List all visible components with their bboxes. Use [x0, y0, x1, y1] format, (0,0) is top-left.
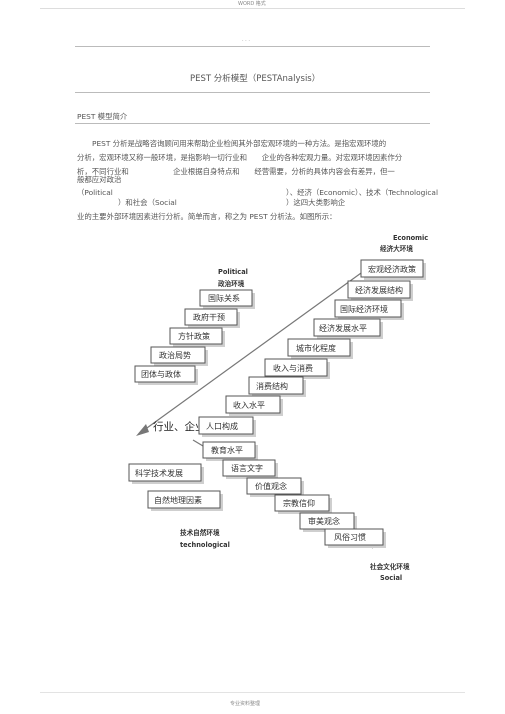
document-title: PEST 分析模型（PESTAnalysis） [190, 74, 321, 84]
svg-text:团体与政体: 团体与政体 [141, 369, 181, 379]
section-rule [75, 123, 430, 124]
svg-text:科学技术发展: 科学技术发展 [135, 468, 183, 478]
social-item: 价值观念 [246, 477, 304, 497]
paragraph-line: 般都应对政治 [77, 175, 122, 184]
economic-item: 人口构成 [198, 416, 256, 437]
paragraph-line: 析，不同行业和 企业根据自身特点和 经营需要，分析的具体内容会有差异，但一 [77, 167, 395, 176]
svg-text:国际经济环境: 国际经济环境 [340, 304, 388, 314]
technological-cn-label: 技术自然环境 [180, 528, 220, 537]
political-cn-label: 政治环境 [218, 279, 245, 288]
economic-item: 宏观经济政策 [360, 259, 426, 280]
paragraph-line: PEST 分析是战略咨询顾问用来帮助企业检阅其外部宏观环境的一种方法。是指宏观环… [92, 139, 387, 148]
social-en-label: Social [380, 574, 402, 582]
center-label: 行业、企业 [153, 420, 206, 433]
technological-item: 自然地理因素 [147, 490, 223, 511]
paragraph-line: ）、经济（Economic）、技术（Technological [286, 188, 439, 197]
economic-item: 国际经济环境 [334, 299, 404, 320]
svg-text:收入与消费: 收入与消费 [273, 363, 313, 373]
political-item: 国际关系 [199, 289, 255, 309]
paragraph-line: ）和社会（Social [118, 198, 177, 207]
social-cn-label: 社会文化环境 [369, 562, 410, 571]
technological-item: 科学技术发展 [128, 463, 204, 484]
svg-text:宗教信仰: 宗教信仰 [283, 498, 315, 508]
political-item: 团体与政体 [134, 365, 198, 385]
svg-text:人口构成: 人口构成 [206, 421, 238, 431]
svg-text:宏观经济政策: 宏观经济政策 [368, 264, 416, 274]
paragraph-line: （Political [77, 188, 113, 197]
paragraph-line: 业的主要外部环境因素进行分析。简单而言，称之为 PEST 分析法。如图所示： [77, 212, 337, 221]
svg-text:自然地理因素: 自然地理因素 [154, 495, 202, 505]
svg-text:消费结构: 消费结构 [256, 381, 288, 391]
header-divider [40, 8, 465, 9]
svg-text:语言文字: 语言文字 [231, 463, 263, 473]
political-en-label: Political [218, 268, 248, 276]
economic-item: 经济发展结构 [347, 280, 413, 301]
svg-text:收入水平: 收入水平 [233, 400, 265, 410]
svg-text:城市化程度: 城市化程度 [296, 343, 336, 353]
social-item: 审美观念 [299, 512, 357, 532]
social-item: 宗教信仰 [274, 494, 332, 514]
header-label: WORD 格式 [238, 1, 266, 7]
social-item: 风俗习惯 [324, 528, 386, 548]
section-heading: PEST 模型简介 [77, 112, 128, 121]
upper-diagonal-arrow [139, 267, 369, 434]
svg-text:价值观念: 价值观念 [255, 481, 287, 491]
upper-arrowhead [136, 424, 149, 436]
header-dots: . . . [242, 37, 250, 43]
svg-text:教育水平: 教育水平 [211, 445, 243, 455]
economic-item: 收入水平 [225, 395, 283, 416]
economic-item: 城市化程度 [287, 338, 353, 359]
political-item: 政治局势 [150, 346, 208, 366]
footer-divider [40, 692, 465, 693]
economic-item: 消费结构 [248, 376, 306, 397]
svg-text:风俗习惯: 风俗习惯 [334, 532, 366, 542]
social-item: 语言文字 [222, 459, 278, 479]
economic-item: 收入与消费 [264, 358, 330, 379]
paragraph-line: 分析，宏观环境又称一般环境，是指影响一切行业和 企业的各种宏观力量。对宏观环境因… [77, 153, 403, 162]
footer-label: 专业资料整理 [230, 701, 261, 707]
economic-cn-label: 经济大环境 [380, 244, 413, 253]
title-rule [75, 92, 430, 93]
svg-text:经济发展水平: 经济发展水平 [319, 323, 367, 333]
political-item: 政府干预 [184, 308, 240, 328]
technological-en-label: technological [180, 541, 230, 549]
top-rule [75, 46, 430, 47]
svg-text:国际关系: 国际关系 [208, 293, 240, 303]
svg-text:政治局势: 政治局势 [159, 350, 191, 360]
pest-diagram: 行业、企业 Economic 经济大环境 Political 政治环境 技术自然… [128, 234, 428, 582]
political-item: 方针政策 [169, 327, 225, 347]
svg-text:政府干预: 政府干预 [193, 312, 225, 322]
svg-text:审美观念: 审美观念 [308, 516, 340, 526]
svg-text:方针政策: 方针政策 [178, 331, 210, 341]
social-item: 教育水平 [202, 441, 258, 461]
svg-text:经济发展结构: 经济发展结构 [355, 285, 403, 295]
economic-item: 经济发展水平 [313, 318, 383, 339]
paragraph-line: ）这四大类影响企 [286, 198, 346, 207]
economic-en-label: Economic [393, 234, 428, 242]
